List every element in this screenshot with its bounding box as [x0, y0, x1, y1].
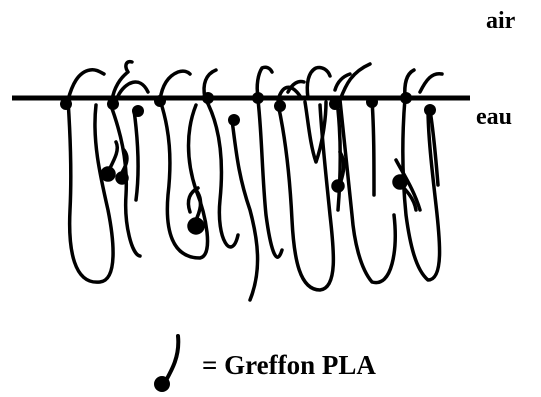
water-side-polymer-loops [68, 98, 440, 300]
pla-graft-segments [102, 142, 416, 233]
pla-graft-icon [154, 336, 178, 392]
air-label: air [486, 8, 515, 35]
water-label: eau [476, 104, 512, 131]
legend-text: = Greffon PLA [202, 350, 376, 381]
